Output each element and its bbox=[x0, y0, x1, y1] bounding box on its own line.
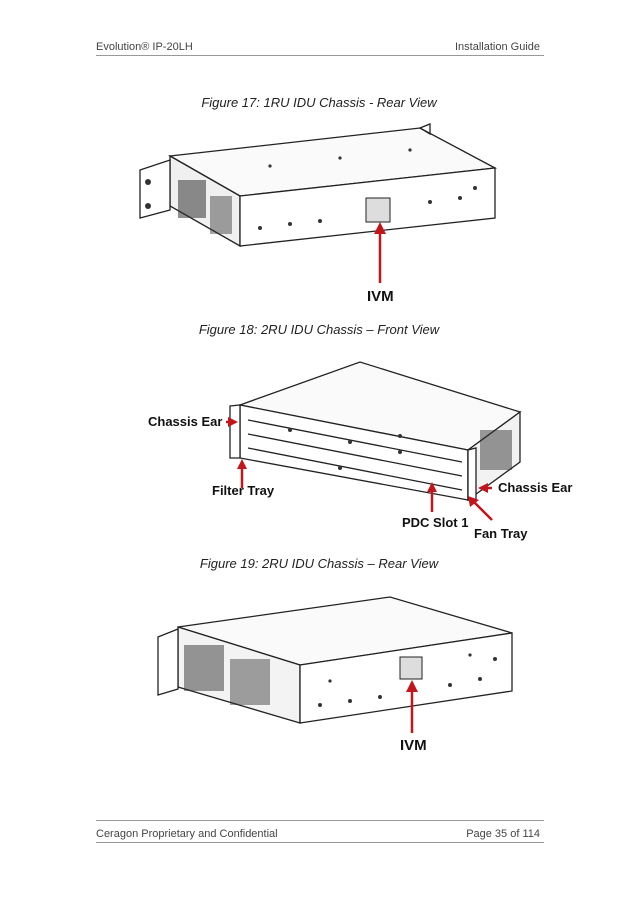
header-product: Evolution® IP-20LH bbox=[96, 41, 193, 53]
figure-18-2ru-front-view: Chassis Ear Filter Tray PDC Slot 1 Fan T… bbox=[148, 361, 572, 541]
footer-page-number: Page 35 of 114 bbox=[466, 828, 540, 840]
footer-confidential: Ceragon Proprietary and Confidential bbox=[96, 828, 278, 840]
figure-18-filter-tray-label: Filter Tray bbox=[212, 483, 275, 498]
figure-17-ivm-label: IVM bbox=[367, 288, 394, 305]
figure-18-pdc-slot-label: PDC Slot 1 bbox=[402, 515, 468, 530]
figure-18-chassis-ear-left-label: Chassis Ear bbox=[148, 414, 222, 429]
ivm-module bbox=[365, 197, 391, 223]
figure-19-caption: Figure 19: 2RU IDU Chassis – Rear View bbox=[199, 556, 439, 571]
figure-17-1ru-rear-view: IVM bbox=[139, 123, 498, 305]
footer-bottom-rule bbox=[96, 842, 544, 843]
figure-17-caption: Figure 17: 1RU IDU Chassis - Rear View bbox=[201, 95, 437, 110]
figure-19-2ru-rear-view: IVM bbox=[157, 596, 513, 754]
figure-18-caption: Figure 18: 2RU IDU Chassis – Front View bbox=[198, 322, 440, 337]
header-rule bbox=[96, 55, 544, 56]
footer-rule bbox=[96, 820, 544, 821]
figure-19-ivm-label: IVM bbox=[400, 737, 427, 754]
figure-18-chassis-ear-right-label: Chassis Ear bbox=[498, 480, 572, 495]
header-doc-title: Installation Guide bbox=[455, 41, 540, 53]
figure-18-fan-tray-label: Fan Tray bbox=[474, 526, 528, 541]
ivm-module bbox=[399, 656, 423, 680]
